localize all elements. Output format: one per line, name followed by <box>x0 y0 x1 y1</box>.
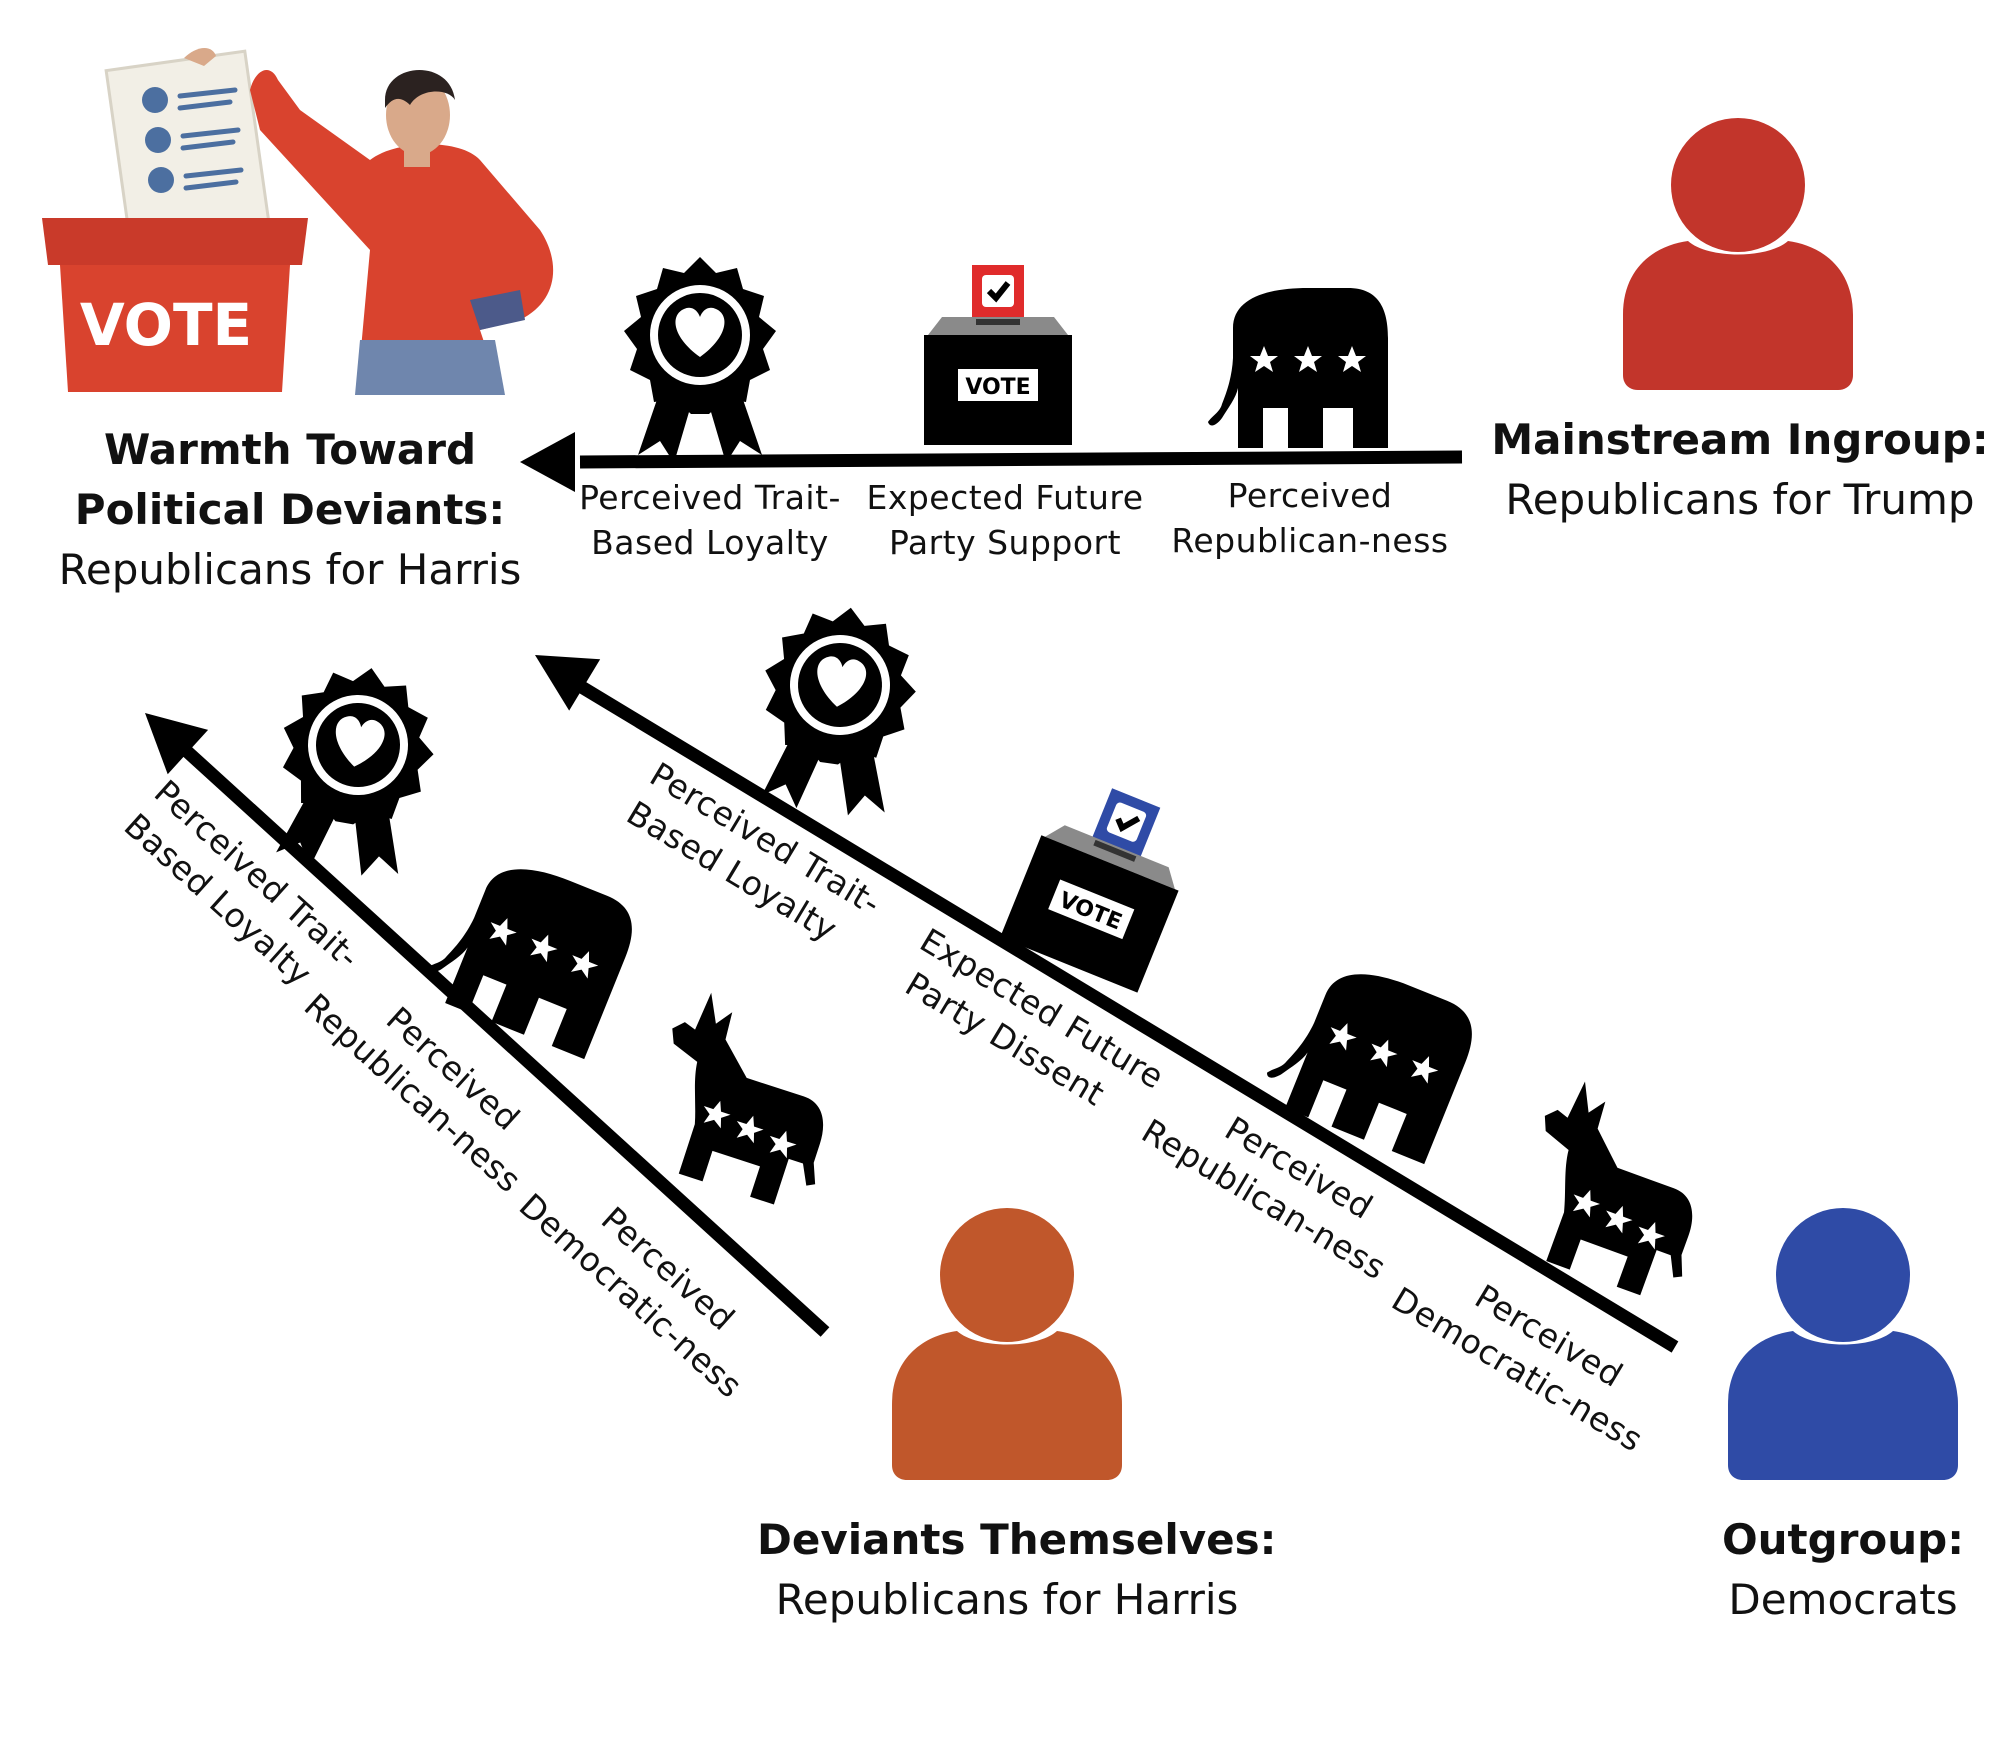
deviants-label: Deviants Themselves: <box>757 1515 1277 1564</box>
vote-box-icon: VOTE <box>42 218 308 392</box>
mainstream-ingroup-subtitle: Republicans for Trump <box>1505 475 1975 524</box>
mediator-label: Expected Future Party Support <box>866 478 1144 562</box>
deviants-title: Deviants Themselves: Republicans for Har… <box>757 1510 1277 1630</box>
vote-box-label: VOTE <box>80 291 252 359</box>
mainstream-ingroup-title: Mainstream Ingroup: Republicans for Trum… <box>1480 410 2000 530</box>
mediator-label: Perceived Republican-ness <box>1171 476 1449 560</box>
ballot-box-icon: VOTE <box>924 265 1072 445</box>
loyalty-ribbon-icon <box>624 257 776 463</box>
mediator-label: Perceived Trait- Based Loyalty <box>579 478 841 562</box>
mainstream-ingroup-person-icon <box>1623 118 1853 390</box>
deviants-person-icon <box>892 1208 1122 1480</box>
outcome-title-line1: Warmth Toward <box>103 425 477 474</box>
loyalty-ribbon-icon <box>746 597 927 823</box>
outcome-title-line2: Political Deviants: <box>74 485 506 534</box>
outgroup-label: Outgroup: <box>1721 1515 1965 1564</box>
republican-elephant-icon <box>1208 288 1388 448</box>
ballot-paper-icon <box>104 49 272 251</box>
voter-person-icon <box>184 47 554 395</box>
outcome-subtitle: Republicans for Harris <box>58 545 522 594</box>
ballot-box-label: VOTE <box>965 375 1030 400</box>
democratic-donkey-icon <box>1498 1072 1734 1307</box>
outgroup-subtitle: Democrats <box>1728 1575 1958 1624</box>
mainstream-ingroup-label: Mainstream Ingroup: <box>1491 415 1989 464</box>
deviants-subtitle: Republicans for Harris <box>775 1575 1239 1624</box>
arrow-outgroup-path <box>535 655 1679 1353</box>
republican-elephant-icon <box>417 843 645 1060</box>
outcome-title: Warmth Toward Political Deviants: Republ… <box>30 420 550 600</box>
outgroup-title: Outgroup: Democrats <box>1683 1510 2000 1630</box>
republican-elephant-icon <box>1257 948 1485 1165</box>
outgroup-person-icon <box>1728 1208 1958 1480</box>
voter-illustration: VOTE <box>42 47 554 395</box>
ballot-box-icon: VOTE <box>1000 788 1186 993</box>
